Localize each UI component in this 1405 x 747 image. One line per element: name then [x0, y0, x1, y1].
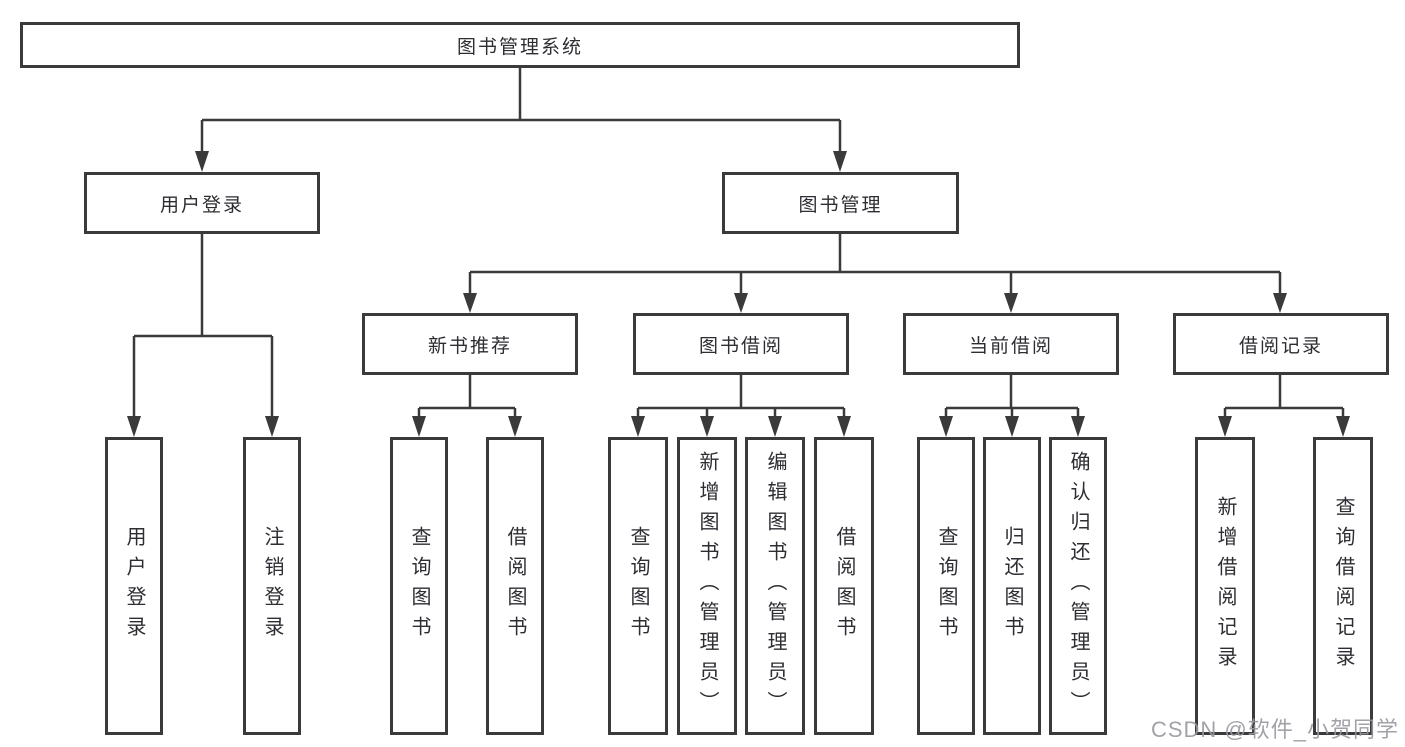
leaf-record-query-label: 查询借阅记录	[1332, 496, 1354, 676]
leaf-user-login: 用户登录	[105, 437, 163, 735]
leaf-borrow-edit-label: 编辑图书（管理员）	[764, 451, 786, 721]
node-new-book: 新书推荐	[362, 313, 578, 375]
leaf-newbook-borrow: 借阅图书	[486, 437, 544, 735]
node-user-login: 用户登录	[84, 172, 320, 234]
leaf-borrow-query-label: 查询图书	[627, 526, 649, 646]
leaf-record-query: 查询借阅记录	[1313, 437, 1373, 735]
leaf-current-return-label: 归还图书	[1001, 526, 1023, 646]
connector-lines	[132, 68, 1345, 423]
leaf-record-add-label: 新增借阅记录	[1214, 496, 1236, 676]
leaf-current-confirm-label: 确认归还（管理员）	[1067, 451, 1089, 721]
node-root: 图书管理系统	[20, 22, 1020, 68]
node-new-book-label: 新书推荐	[427, 335, 512, 357]
leaf-newbook-query-label: 查询图书	[408, 526, 430, 646]
leaf-borrow-edit: 编辑图书（管理员）	[745, 437, 805, 735]
node-current-borrow-label: 当前借阅	[968, 335, 1053, 357]
leaf-user-login-label: 用户登录	[123, 526, 145, 646]
node-book-borrow: 图书借阅	[633, 313, 849, 375]
leaf-borrow-query: 查询图书	[608, 437, 668, 735]
leaf-newbook-borrow-label: 借阅图书	[504, 526, 526, 646]
node-borrow-record: 借阅记录	[1173, 313, 1389, 375]
arrowheads	[127, 151, 1350, 437]
node-user-login-label: 用户登录	[159, 194, 244, 216]
node-current-borrow: 当前借阅	[903, 313, 1119, 375]
leaf-current-confirm: 确认归还（管理员）	[1049, 437, 1107, 735]
leaf-logout-label: 注销登录	[261, 526, 283, 646]
node-book-borrow-label: 图书借阅	[698, 335, 783, 357]
leaf-current-return: 归还图书	[983, 437, 1041, 735]
leaf-record-add: 新增借阅记录	[1195, 437, 1255, 735]
leaf-borrow-add-label: 新增图书（管理员）	[696, 451, 718, 721]
watermark: CSDN @软件_小贺同学	[1150, 717, 1399, 742]
leaf-logout: 注销登录	[243, 437, 301, 735]
node-book-mgmt-label: 图书管理	[798, 194, 883, 216]
leaf-current-query-label: 查询图书	[935, 526, 957, 646]
node-root-label: 图书管理系统	[456, 36, 583, 58]
leaf-newbook-query: 查询图书	[390, 437, 448, 735]
leaf-borrow-add: 新增图书（管理员）	[677, 437, 737, 735]
leaf-borrow-borrow-label: 借阅图书	[833, 526, 855, 646]
leaf-current-query: 查询图书	[917, 437, 975, 735]
node-borrow-record-label: 借阅记录	[1238, 335, 1323, 357]
leaf-borrow-borrow: 借阅图书	[814, 437, 874, 735]
node-book-mgmt: 图书管理	[722, 172, 959, 234]
